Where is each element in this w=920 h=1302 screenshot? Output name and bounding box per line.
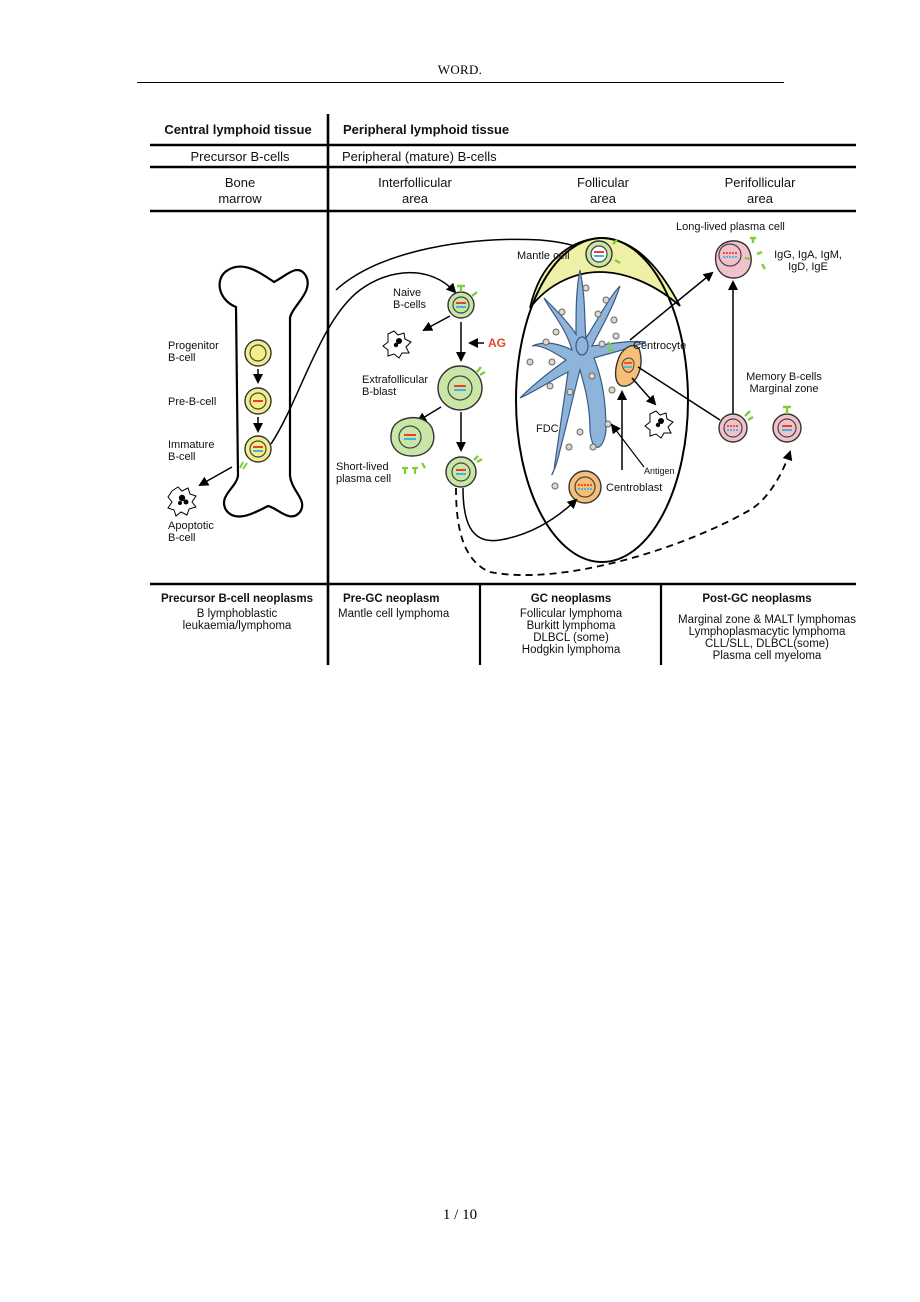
label-immature-line2: B-cell <box>168 451 196 463</box>
apoptotic-centrocyte-icon <box>644 410 674 439</box>
label-ag: AG <box>488 336 506 350</box>
neoplasm-gc-title: GC neoplasms <box>531 593 612 605</box>
area-perifollicular-line1: Perifollicular <box>725 175 796 190</box>
neoplasm-precursor-item: leukaemia/lymphoma <box>183 620 292 632</box>
area-interfollicular-line2: area <box>402 191 429 206</box>
label-centroblast: Centroblast <box>606 482 662 494</box>
label-centrocyte: Centrocyte <box>633 340 686 352</box>
extrafollicular-b-blast <box>437 365 486 411</box>
table-grid <box>150 114 856 665</box>
area-bone-line2: marrow <box>218 191 262 206</box>
label-extrafollicular-line1: Extrafollicular <box>362 374 428 386</box>
arrow-immature-to-naive <box>270 271 457 445</box>
neoplasm-postgc-item: Marginal zone & MALT lymphomas <box>678 614 856 626</box>
pre-b-cell <box>244 387 272 415</box>
neoplasm-postgc-title: Post-GC neoplasms <box>702 593 811 605</box>
label-memory-line2: Marginal zone <box>749 383 818 395</box>
neoplasm-postgc-item: CLL/SLL, DLBCL(some) <box>705 638 829 650</box>
long-lived-plasma-cell <box>714 236 767 279</box>
arrow-centrocyte-to-long-lived <box>629 271 714 341</box>
area-follicular-line2: area <box>590 191 617 206</box>
label-progenitor-line2: B-cell <box>168 352 196 364</box>
label-antigen: Antigen <box>644 466 675 476</box>
antigen-dots <box>526 284 624 490</box>
activated-b-cell <box>445 455 483 488</box>
arrow-centrocyte-to-apoptotic <box>631 377 657 406</box>
line-centrocyte-to-memory <box>637 366 721 421</box>
label-ig-types-line1: IgG, IgA, IgM, <box>774 249 842 261</box>
arrow-naive-to-apoptotic <box>422 315 451 331</box>
area-bone-line1: Bone <box>225 175 255 190</box>
label-mantle-cell: Mantle cell <box>517 250 570 262</box>
label-fdc: FDC <box>536 423 559 435</box>
neoplasm-pregc-item: Mantle cell lymphoma <box>338 608 450 620</box>
memory-b-cell <box>718 410 754 443</box>
label-peripheral-b-cells: Peripheral (mature) B-cells <box>342 149 497 164</box>
neoplasm-postgc-item: Plasma cell myeloma <box>713 650 822 662</box>
label-immature-line1: Immature <box>168 439 214 451</box>
page-header: WORD. <box>437 62 483 77</box>
label-precursor-b-cells: Precursor B-cells <box>191 149 290 164</box>
label-extrafollicular-line2: B-blast <box>362 386 396 398</box>
mantle-cell <box>585 239 621 268</box>
arrow-dashed-to-marginal-zone <box>455 450 793 576</box>
neoplasm-postgc-item: Lymphoplasmacytic lymphoma <box>689 626 846 638</box>
neoplasm-gc-item: DLBCL (some) <box>533 632 609 644</box>
label-naive-line2: B-cells <box>393 299 427 311</box>
label-apoptotic-line2: B-cell <box>168 532 196 544</box>
marginal-zone-b-cell <box>772 405 802 443</box>
label-pre-b-cell: Pre-B-cell <box>168 396 216 408</box>
arrow-antigen-pointer <box>610 423 645 468</box>
label-ig-types-line2: IgD, IgE <box>788 261 828 273</box>
header-peripheral-tissue: Peripheral lymphoid tissue <box>343 122 509 137</box>
fdc-cell <box>519 269 647 476</box>
label-progenitor-line1: Progenitor <box>168 340 219 352</box>
centrocyte <box>607 341 642 387</box>
area-interfollicular-line1: Interfollicular <box>378 175 452 190</box>
label-long-lived: Long-lived plasma cell <box>676 221 785 233</box>
neoplasm-gc-item: Burkitt lymphoma <box>527 620 616 632</box>
immature-b-cell <box>239 435 272 470</box>
neoplasm-pregc-title: Pre-GC neoplasm <box>343 593 440 605</box>
label-naive-line1: Naive <box>393 287 421 299</box>
area-perifollicular-line2: area <box>747 191 774 206</box>
neoplasm-gc-item: Hodgkin lymphoma <box>522 644 621 656</box>
apoptotic-naive-icon <box>382 330 412 359</box>
centroblast <box>568 470 602 504</box>
header-central-tissue: Central lymphoid tissue <box>164 122 311 137</box>
arrow-activated-to-centroblast <box>462 487 578 542</box>
label-apoptotic-line1: Apoptotic <box>168 520 214 532</box>
arrow-immature-to-apoptotic <box>198 466 233 486</box>
header-rule <box>137 82 784 83</box>
naive-b-cell <box>447 284 478 319</box>
page-number: 1 / 10 <box>442 1207 478 1223</box>
progenitor-b-cell <box>244 339 272 367</box>
label-short-lived-line2: plasma cell <box>336 473 391 485</box>
neoplasm-precursor-title: Precursor B-cell neoplasms <box>161 593 313 605</box>
label-memory-line1: Memory B-cells <box>746 371 822 383</box>
neoplasm-gc-item: Follicular lymphoma <box>520 608 623 620</box>
short-lived-plasma-cell <box>390 417 435 474</box>
neoplasm-precursor-item: B lymphoblastic <box>197 608 278 620</box>
apoptotic-b-cell-icon <box>167 486 197 517</box>
area-follicular-line1: Follicular <box>577 175 630 190</box>
label-short-lived-line1: Short-lived <box>336 461 389 473</box>
